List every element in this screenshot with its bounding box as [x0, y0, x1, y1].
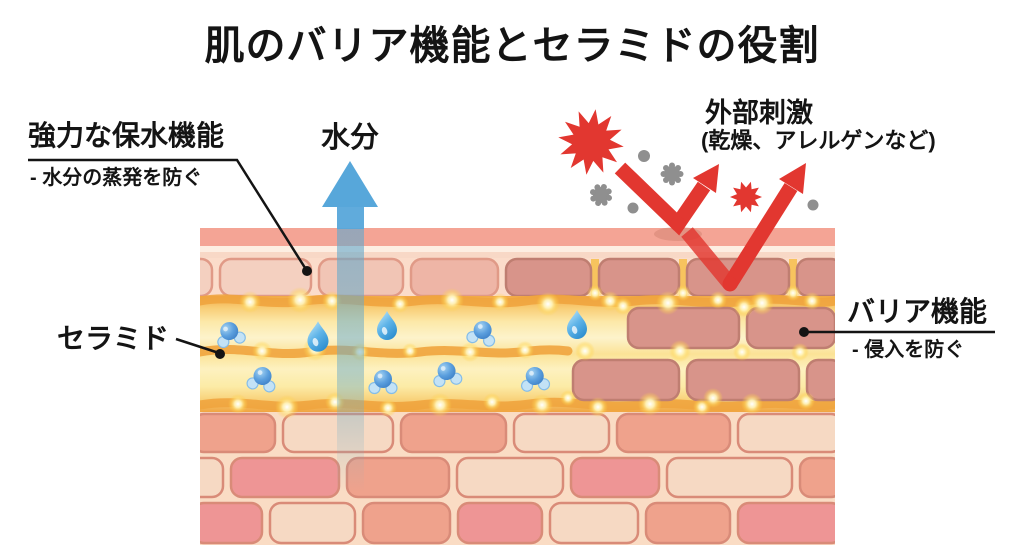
- skin-cell: [455, 456, 565, 499]
- water-molecule-icon: [217, 322, 246, 349]
- leader-dot-icon: [799, 327, 809, 337]
- barrier-corneocyte-bricks: [571, 306, 835, 402]
- skin-cell: [805, 358, 835, 402]
- water-retention-detail: - 水分の蒸発を防ぐ: [30, 167, 203, 189]
- skin-cell: [569, 456, 661, 499]
- dermis-brick-wall: [200, 412, 835, 545]
- skin-cell: [512, 412, 611, 454]
- external-stimuli-heading: 外部刺激: [705, 98, 813, 128]
- water-retention-heading: 強力な保水機能: [28, 120, 225, 151]
- external-stimuli-detail: (乾燥、アレルゲンなど): [701, 128, 936, 153]
- ceramide-lipid-layer: [200, 285, 835, 419]
- spiky-particle-icon: [660, 162, 684, 186]
- lipid-glow-sparkles: [228, 285, 821, 419]
- skin-cell: [229, 456, 341, 499]
- skin-cell: [361, 501, 452, 545]
- skin-cell: [200, 501, 264, 545]
- skin-cell: [456, 501, 544, 545]
- skin-cross-section: [200, 228, 835, 545]
- ceramide-leader-line: [175, 337, 225, 359]
- ceramide-label: セラミド: [57, 323, 170, 354]
- barrier-heading: バリア機能: [847, 296, 988, 327]
- water-retention-leader-line: [28, 158, 312, 276]
- skin-cell: [745, 306, 835, 350]
- skin-cell: [615, 412, 732, 454]
- skin-cell: [795, 257, 835, 298]
- skin-cell: [200, 412, 277, 454]
- bounce-arrow-icon: [681, 163, 806, 292]
- spiky-particle-icon: [590, 184, 612, 206]
- surface-band: [200, 246, 835, 252]
- water-molecule-icon: [520, 367, 551, 392]
- allergen-particle-icon: [627, 202, 639, 214]
- allergen-particle-icon: [807, 199, 819, 211]
- skin-cell: [644, 501, 732, 545]
- skin-cell: [548, 501, 640, 545]
- surface-band: [200, 252, 835, 258]
- water-droplet-icon: [307, 321, 329, 352]
- leader-dot-icon: [215, 349, 225, 359]
- lipid-seepage: [591, 259, 797, 296]
- skin-cell: [798, 456, 835, 499]
- water-droplet-icon: [567, 310, 587, 339]
- water-droplet-icon: [377, 311, 397, 340]
- skin-cell: [200, 257, 214, 298]
- skin-cell: [736, 501, 835, 545]
- water-molecule-icon: [433, 362, 463, 388]
- skin-cell: [571, 358, 681, 402]
- skin-cell: [200, 456, 225, 499]
- skin-cell: [665, 456, 794, 499]
- skin-cell: [736, 412, 835, 454]
- page-title: 肌のバリア機能とセラミドの役割: [204, 24, 820, 68]
- barrier-detail: - 侵入を防ぐ: [852, 339, 965, 361]
- starburst-icon: [558, 109, 624, 175]
- barrier-leader-line: [799, 327, 995, 337]
- allergen-particle-icon: [638, 150, 650, 162]
- skin-cell: [504, 257, 593, 298]
- water-molecule-icon: [246, 367, 276, 393]
- skin-cell: [597, 257, 681, 298]
- moisture-arrow-shaft: [337, 228, 364, 492]
- leader-dot-icon: [302, 266, 312, 276]
- bounce-arrow-icon: [614, 162, 719, 236]
- moisture-label: 水分: [321, 122, 380, 154]
- water-molecule-icon: [368, 370, 398, 395]
- skin-cell: [268, 501, 357, 545]
- water-molecule-icon: [466, 321, 496, 347]
- starburst-icon: [730, 181, 762, 213]
- moisture-arrow-icon: [322, 161, 378, 229]
- skin-cell: [399, 412, 508, 454]
- surface-band: [200, 228, 835, 246]
- skin-cell: [685, 358, 801, 402]
